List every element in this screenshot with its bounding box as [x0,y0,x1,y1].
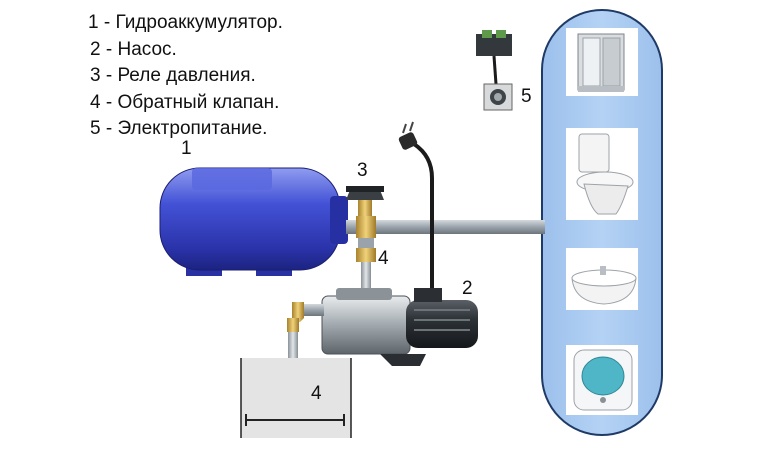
pump [321,288,478,366]
well [240,358,352,438]
washbasin-icon [566,248,638,310]
shower-cabin-icon [566,28,638,96]
consumer-panel [541,9,663,436]
power-supply-unit [476,30,513,111]
toilet-icon [566,128,638,220]
legend: 1 - Гидроаккумулятор. 2 - Насос. 3 - Рел… [88,10,283,143]
callout-pump: 2 [462,278,473,299]
legend-item-4: 4 - Обратный клапан. [90,91,280,113]
fitting-tee [356,216,376,262]
legend-item-5: 5 - Электропитание. [90,118,268,139]
power-cable [412,142,434,292]
legend-item-2: 2 - Насос. [90,38,177,60]
callout-pressure-switch: 3 [357,160,368,181]
power-plug-icon [398,121,418,150]
legend-item-3: 3 - Реле давления. [90,65,256,86]
callout-power: 5 [521,86,532,107]
callout-check-valve-lower: 4 [311,383,322,404]
hydro-accumulator [159,167,348,276]
callout-accumulator: 1 [181,138,192,159]
pressure-switch [346,186,384,216]
water-heater-icon [566,345,638,415]
callout-check-valve-upper: 4 [378,248,389,269]
pump-outlet-pipe [361,262,371,298]
discharge-pipe [375,220,545,234]
legend-item-1: 1 - Гидроаккумулятор. [88,12,283,33]
